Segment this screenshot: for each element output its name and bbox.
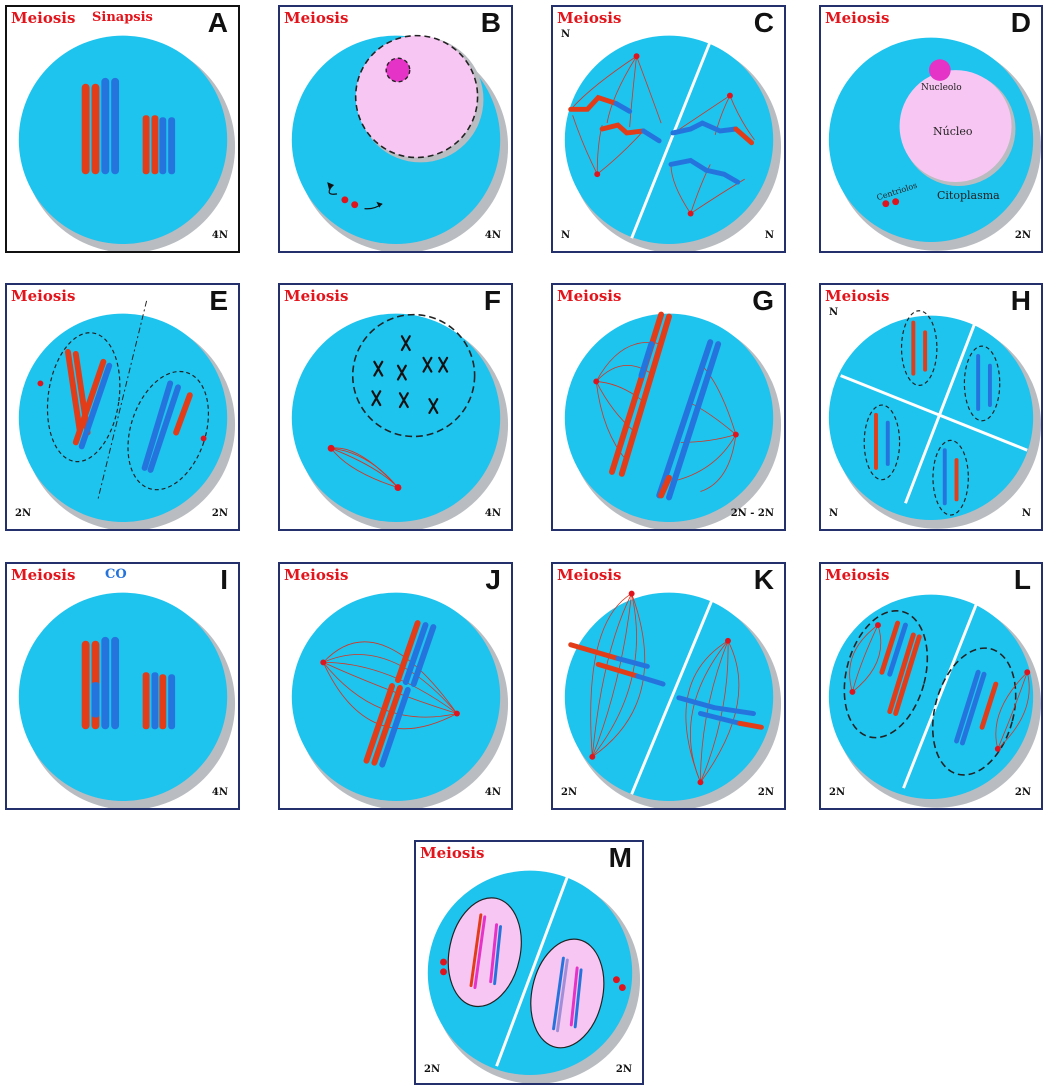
n-label-bottom-left: N — [829, 508, 838, 519]
cell-i-drawing — [7, 564, 238, 808]
cell-b-drawing — [280, 7, 511, 251]
panel-letter: I — [220, 564, 228, 596]
panel-b: Meiosis B 4N — [278, 5, 513, 253]
panel-title: Meiosis — [557, 287, 621, 305]
panel-title: Meiosis — [11, 9, 75, 27]
panel-e: Meiosis E 2N 2N — [5, 283, 240, 531]
ploidy-label: 2N — [1015, 230, 1031, 241]
ploidy-right: 2N — [758, 787, 774, 798]
n-label-bottom-right: N — [765, 230, 774, 241]
ploidy-label: 2N - 2N — [731, 508, 774, 519]
panel-letter: D — [1011, 7, 1031, 39]
panel-letter: F — [484, 285, 501, 317]
ploidy-label: 4N — [485, 508, 501, 519]
cell-c-drawing — [553, 7, 784, 251]
nucleo-label: Núcleo — [933, 125, 973, 138]
panel-title: Meiosis — [825, 287, 889, 305]
ploidy-right: 2N — [1015, 787, 1031, 798]
co-label: CO — [105, 567, 127, 582]
cell-m-drawing — [416, 842, 642, 1083]
ploidy-label: 4N — [485, 787, 501, 798]
panel-j: Meiosis J 4N — [278, 562, 513, 810]
cell-a-drawing — [7, 7, 238, 251]
cell-d-drawing — [821, 7, 1041, 251]
sinapsis-label: Sinapsis — [92, 10, 153, 25]
panel-title: Meiosis — [557, 9, 621, 27]
panel-title: Meiosis — [825, 9, 889, 27]
ploidy-right: 2N — [616, 1064, 632, 1075]
panel-title: Meiosis — [825, 566, 889, 584]
panel-title: Meiosis — [11, 287, 75, 305]
panel-k: Meiosis K 2N 2N — [551, 562, 786, 810]
panel-i: Meiosis CO I 4N — [5, 562, 240, 810]
ploidy-label: 4N — [212, 787, 228, 798]
panel-title: Meiosis — [557, 566, 621, 584]
citoplasma-label: Citoplasma — [937, 189, 1000, 202]
panel-d: Meiosis D Nucleolo Núcleo Centriolos Cit… — [819, 5, 1043, 253]
panel-c: Meiosis C N N N — [551, 5, 786, 253]
panel-letter: H — [1011, 285, 1031, 317]
cell-g-drawing — [553, 285, 784, 529]
panel-m: Meiosis M 2N 2N — [414, 840, 644, 1085]
panel-title: Meiosis — [284, 287, 348, 305]
panel-letter: A — [208, 7, 228, 39]
cell-l-drawing — [821, 564, 1041, 808]
panel-letter: B — [481, 7, 501, 39]
cell-j-drawing — [280, 564, 511, 808]
cell-k-drawing — [553, 564, 784, 808]
panel-l: Meiosis L 2N 2N — [819, 562, 1043, 810]
panel-h: Meiosis H N N N — [819, 283, 1043, 531]
cell-h-drawing — [821, 285, 1041, 529]
cell-e-drawing — [7, 285, 238, 529]
panel-title: Meiosis — [420, 844, 484, 862]
ploidy-left: 2N — [829, 787, 845, 798]
ploidy-right: 2N — [212, 508, 228, 519]
panel-a: Meiosis Sinapsis A 4N — [5, 5, 240, 253]
n-label-top-left: N — [829, 307, 838, 318]
n-label-bottom-left: N — [561, 230, 570, 241]
nucleolo-label: Nucleolo — [921, 83, 962, 93]
panel-title: Meiosis — [11, 566, 75, 584]
panel-letter: C — [754, 7, 774, 39]
panel-title: Meiosis — [284, 9, 348, 27]
panel-g: Meiosis G 2N - 2N — [551, 283, 786, 531]
ploidy-label: 4N — [485, 230, 501, 241]
ploidy-left: 2N — [561, 787, 577, 798]
panel-letter: K — [754, 564, 774, 596]
ploidy-left: 2N — [15, 508, 31, 519]
panel-letter: J — [485, 564, 501, 596]
panel-letter: E — [209, 285, 228, 317]
panel-letter: M — [609, 842, 632, 874]
n-label-top-left: N — [561, 29, 570, 40]
panel-letter: L — [1014, 564, 1031, 596]
n-label-bottom-right: N — [1022, 508, 1031, 519]
panel-title: Meiosis — [284, 566, 348, 584]
ploidy-left: 2N — [424, 1064, 440, 1075]
panel-f: Meiosis F 4N — [278, 283, 513, 531]
cell-f-drawing — [280, 285, 511, 529]
panel-letter: G — [752, 285, 774, 317]
ploidy-label: 4N — [212, 230, 228, 241]
